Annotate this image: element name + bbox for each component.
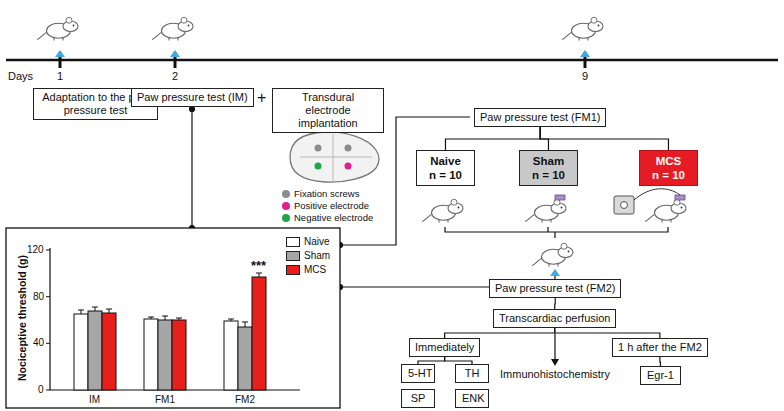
process-box: Paw pressure test (FM1) bbox=[474, 108, 606, 127]
node-text: Paw pressure test (IM) bbox=[137, 91, 248, 104]
legend-text: Sham bbox=[304, 250, 330, 261]
marker-box: Egr-1 bbox=[640, 366, 681, 385]
node-text: n = 10 bbox=[429, 168, 462, 182]
legend-swatch bbox=[282, 202, 290, 210]
process-box: Paw pressure test (IM) bbox=[131, 88, 254, 107]
node-text: Paw pressure test (FM1) bbox=[480, 111, 600, 124]
group-box: Naiven = 10 bbox=[416, 150, 475, 186]
connector bbox=[418, 357, 445, 364]
node-text: 1 h after the FM2 bbox=[618, 341, 702, 354]
connector bbox=[445, 328, 555, 338]
node-text: Paw pressure test (FM2) bbox=[495, 282, 615, 295]
tick-label: 0 bbox=[38, 384, 44, 396]
connector bbox=[445, 357, 472, 364]
legend-text: Negative electrode bbox=[294, 212, 373, 223]
outcome-label: Immunohistochemistry bbox=[500, 368, 610, 381]
connector bbox=[659, 357, 661, 366]
axis-label: Days bbox=[8, 70, 33, 83]
bar-chart bbox=[6, 228, 340, 408]
connector bbox=[554, 298, 556, 309]
node-text: Naive bbox=[429, 154, 462, 168]
node-text: MCS bbox=[652, 154, 685, 168]
legend-swatch bbox=[286, 237, 300, 247]
category-label: IM bbox=[89, 394, 100, 406]
legend-text: Positive electrode bbox=[294, 200, 369, 211]
process-box: Transdural electrode implantation bbox=[272, 88, 384, 133]
legend-item: MCS bbox=[286, 264, 326, 275]
node-text: ENK bbox=[462, 392, 482, 405]
marker-box: ENK bbox=[455, 389, 489, 408]
skull bbox=[290, 132, 379, 182]
group-box: Shamn = 10 bbox=[519, 150, 578, 186]
legend-text: Fixation screws bbox=[294, 188, 359, 199]
marker-box: TH bbox=[455, 364, 489, 383]
process-box: Immediately bbox=[409, 338, 480, 357]
legend-swatch bbox=[286, 265, 300, 275]
legend-item: Fixation screws bbox=[282, 188, 359, 199]
plus-sign: + bbox=[257, 90, 266, 106]
day-number: 1 bbox=[57, 70, 63, 83]
tick-label: 120 bbox=[27, 244, 44, 256]
group-rats bbox=[421, 189, 686, 267]
tick-label: 40 bbox=[33, 337, 44, 349]
timeline bbox=[6, 17, 778, 68]
group-box: MCSn = 10 bbox=[639, 150, 698, 186]
legend-text: Naive bbox=[304, 236, 330, 247]
process-box: Paw pressure test (FM2) bbox=[489, 279, 621, 298]
node-text: n = 10 bbox=[532, 168, 565, 182]
legend-text: MCS bbox=[304, 264, 326, 275]
tick-label: 80 bbox=[33, 291, 44, 303]
connector bbox=[555, 328, 660, 338]
marker bbox=[550, 269, 560, 276]
node-text: SP bbox=[408, 392, 428, 405]
day-number: 2 bbox=[172, 70, 178, 83]
node-text: n = 10 bbox=[652, 168, 685, 182]
legend-item: Naive bbox=[286, 236, 330, 247]
marker-box: 5-HT bbox=[401, 364, 435, 383]
node-text: Sham bbox=[532, 154, 565, 168]
significance-mark: *** bbox=[251, 259, 266, 272]
category-label: FM1 bbox=[155, 394, 175, 406]
connector bbox=[540, 127, 668, 150]
legend-item: Sham bbox=[286, 250, 330, 261]
marker-box: SP bbox=[401, 389, 435, 408]
day-number: 9 bbox=[582, 70, 588, 83]
process-box: Transcardiac perfusion bbox=[493, 309, 616, 328]
legend-item: Positive electrode bbox=[282, 200, 369, 211]
process-box: 1 h after the FM2 bbox=[612, 338, 708, 357]
legend-item: Negative electrode bbox=[282, 212, 373, 223]
node-text: Transcardiac perfusion bbox=[499, 312, 610, 325]
node-text: TH bbox=[462, 367, 482, 380]
legend-swatch bbox=[282, 190, 290, 198]
legend-swatch bbox=[282, 214, 290, 222]
node-text: Egr-1 bbox=[647, 369, 674, 382]
axis-title: Nociceptive threshold (g) bbox=[16, 255, 29, 381]
node-text: Immediately bbox=[415, 341, 474, 354]
connector bbox=[445, 127, 540, 150]
node-text: 5-HT bbox=[408, 367, 428, 380]
category-label: FM2 bbox=[235, 394, 255, 406]
node-text: Transdural electrode implantation bbox=[278, 91, 378, 130]
legend-swatch bbox=[286, 251, 300, 261]
